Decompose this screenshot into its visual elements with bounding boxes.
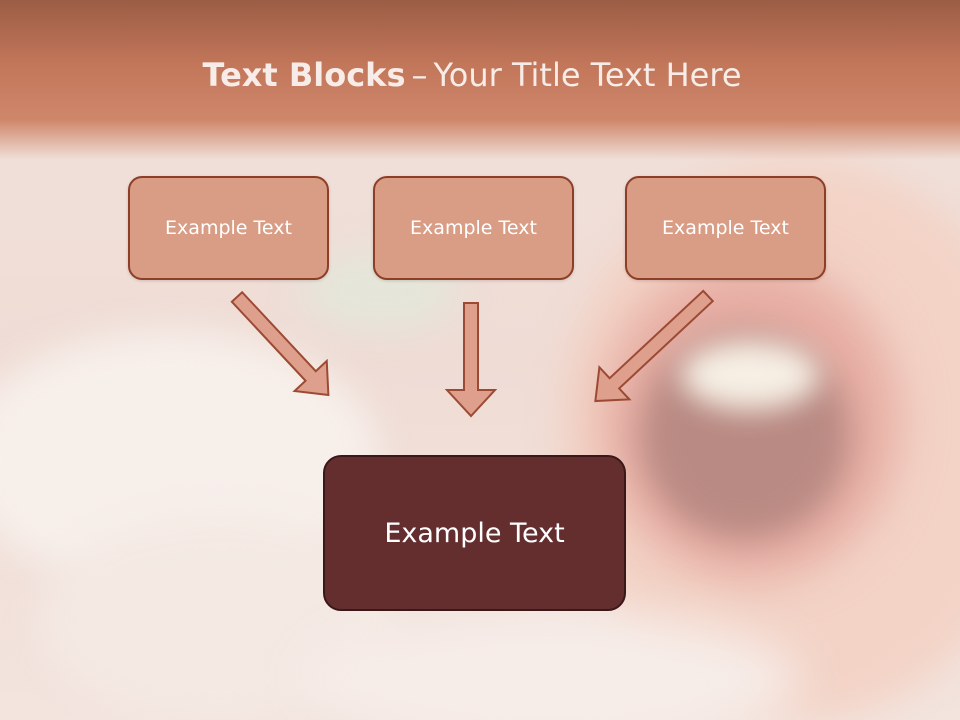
slide-title[interactable]: Text Blocks–Your Title Text Here [0, 56, 944, 94]
title-dash: – [411, 56, 428, 94]
example-text-box-2[interactable]: Example Text [373, 176, 574, 280]
center-example-text-label: Example Text [384, 517, 565, 549]
example-text-box-3[interactable]: Example Text [625, 176, 826, 280]
center-example-text-box[interactable]: Example Text [323, 455, 626, 611]
title-rest: Your Title Text Here [433, 56, 742, 94]
arrow-left [230, 290, 330, 397]
title-bold-part: Text Blocks [202, 56, 406, 94]
arrow-right [594, 289, 715, 403]
header-band [0, 0, 960, 160]
example-text-box-1-label: Example Text [165, 217, 292, 239]
example-text-box-3-label: Example Text [662, 217, 789, 239]
example-text-box-2-label: Example Text [410, 217, 537, 239]
example-text-box-1[interactable]: Example Text [128, 176, 329, 280]
arrow-center [444, 302, 498, 418]
